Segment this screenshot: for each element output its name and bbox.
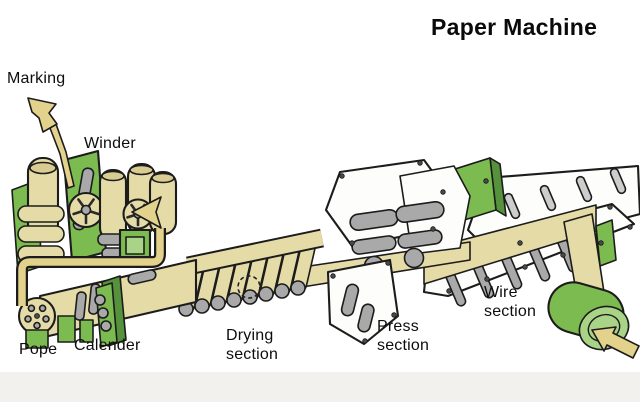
label-winder: Winder xyxy=(84,135,136,152)
drying-section-graphic xyxy=(178,228,324,317)
label-drying-line1: Drying xyxy=(226,327,274,344)
label-drying-line2: section xyxy=(226,346,279,363)
label-wire-section: Wire section xyxy=(484,283,536,321)
label-press-line2: section xyxy=(377,337,430,354)
press-section-graphic xyxy=(295,158,471,346)
inlet-arrow-icon xyxy=(591,326,640,359)
transfer-arrow-icon xyxy=(16,196,166,306)
label-press-line1: Press xyxy=(377,318,419,335)
dashed-roll-marker xyxy=(237,275,261,299)
label-press-section: Press section xyxy=(377,317,429,355)
label-wire-line2: section xyxy=(484,303,537,320)
calender-pope-graphic xyxy=(17,258,198,349)
stock-inlet-graphic xyxy=(547,213,640,359)
bottom-shade xyxy=(0,372,640,402)
page-title: Paper Machine xyxy=(431,14,598,40)
label-marking: Marking xyxy=(7,70,66,87)
label-drying-section: Drying section xyxy=(226,326,278,364)
winder-graphic xyxy=(11,149,178,275)
label-wire-line1: Wire xyxy=(484,284,518,301)
label-calender: Calender xyxy=(74,337,141,354)
marking-arrow-icon xyxy=(27,97,75,189)
label-pope: Pope xyxy=(19,341,58,358)
